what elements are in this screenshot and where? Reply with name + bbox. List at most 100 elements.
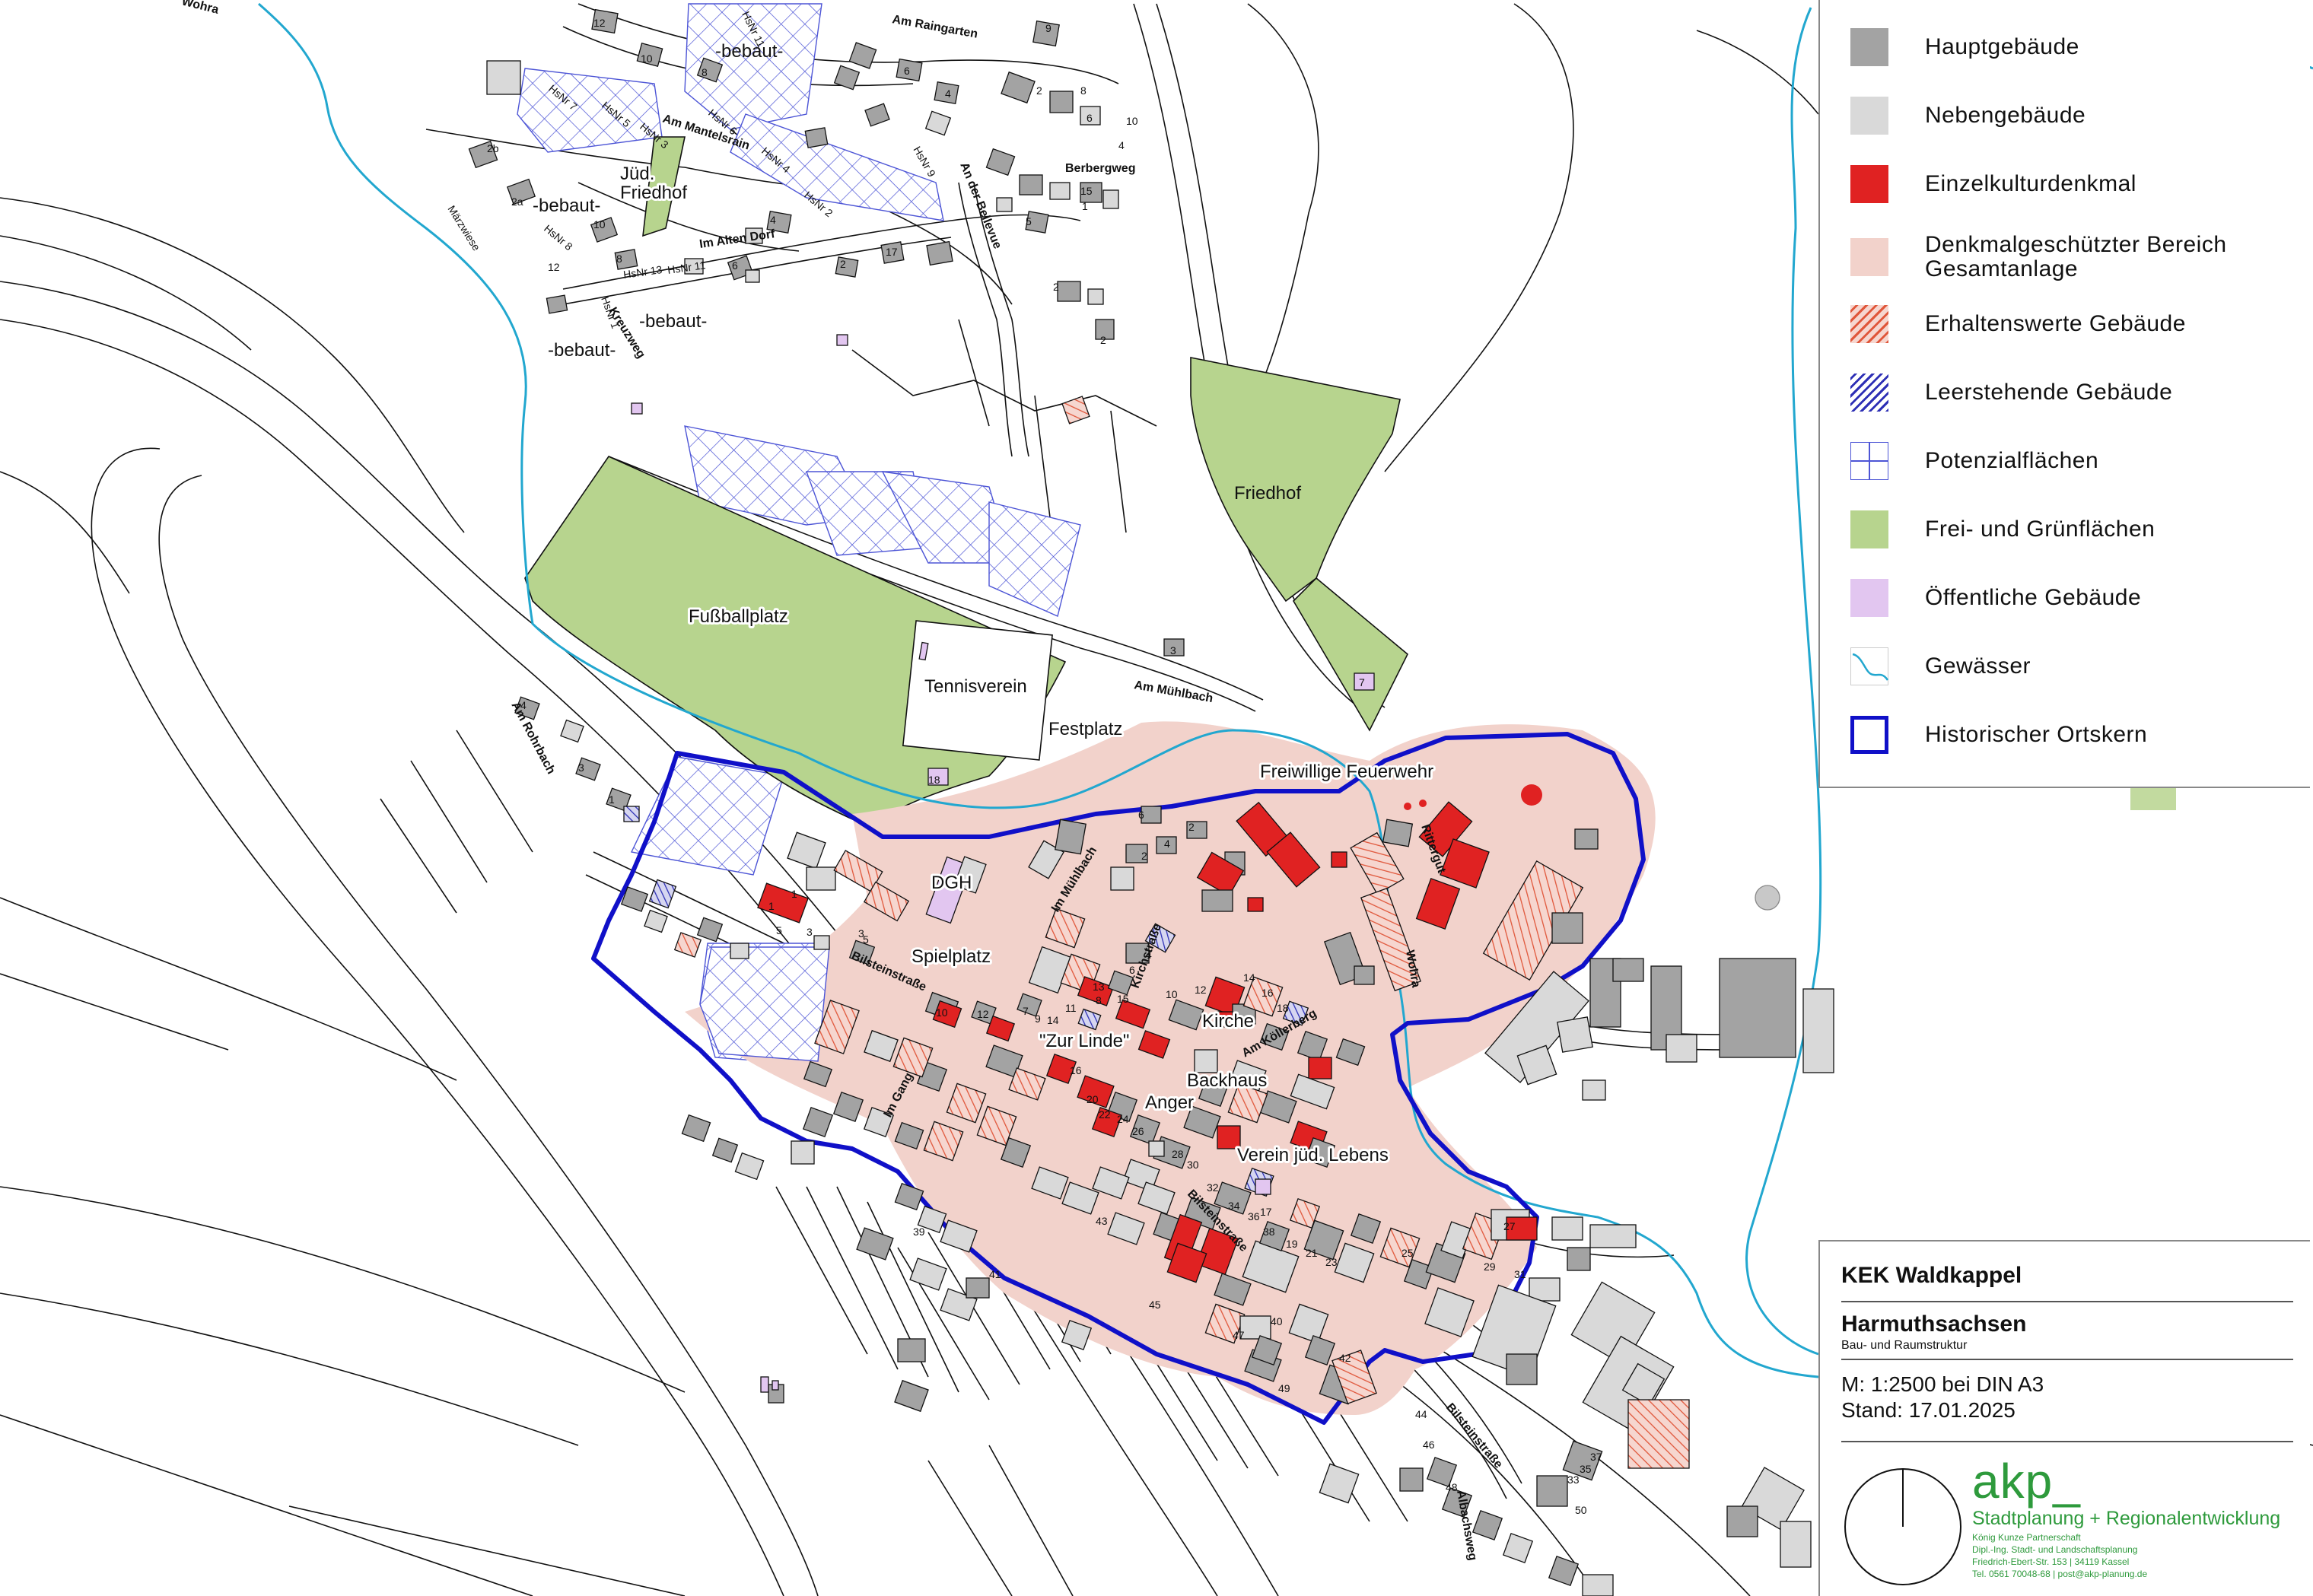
building [636, 42, 663, 68]
building [1319, 1463, 1360, 1504]
building [896, 58, 923, 82]
building [985, 148, 1016, 176]
building [1115, 999, 1151, 1029]
building [804, 127, 829, 148]
street-wohra-top: Wohra [180, 0, 220, 17]
legend-item: Hauptgebäude [1850, 24, 2079, 70]
house-number-plot-label: HsNr 13 [622, 263, 663, 281]
building [1055, 819, 1087, 855]
house-number-label: 14 [1243, 971, 1255, 984]
building [1168, 999, 1204, 1031]
building [1107, 970, 1134, 996]
house-number-label: 47 [1233, 1329, 1245, 1341]
building [1354, 965, 1375, 985]
building [734, 1152, 765, 1181]
building [1102, 189, 1119, 209]
building [1399, 1467, 1424, 1492]
building [985, 1044, 1023, 1078]
legend-item: Nebengebäude [1850, 93, 2086, 138]
house-number-label: 15 [1117, 993, 1129, 1005]
house-number-label: 15 [1080, 185, 1093, 197]
building [1589, 1224, 1637, 1248]
house-number-label: 41 [989, 1268, 1001, 1280]
building [730, 943, 749, 959]
building [1214, 1181, 1252, 1215]
building [1137, 1030, 1171, 1059]
building [1484, 971, 1589, 1083]
building [863, 1106, 895, 1138]
street-bilsteinstrasse-3: Bilsteinstraße [1443, 1401, 1505, 1471]
map-point-marker [1404, 803, 1411, 810]
building [1217, 1125, 1241, 1149]
house-number-label: 5 [1026, 215, 1032, 227]
legend-item: Leerstehende Gebäude [1850, 370, 2172, 415]
street-berbergweg: Berbergweg [1065, 162, 1135, 175]
building [711, 1137, 739, 1163]
house-number-plot-label: HsNr 11 [667, 259, 706, 276]
building [1296, 1030, 1328, 1062]
house-number-label: 45 [1149, 1299, 1161, 1311]
legend-swatch [1850, 510, 1888, 548]
building [1557, 1016, 1593, 1053]
building [1424, 1287, 1475, 1337]
building [1418, 801, 1473, 857]
building [894, 1182, 924, 1211]
building [791, 1140, 815, 1165]
building [1360, 887, 1421, 992]
building [1266, 831, 1321, 888]
legend-item: Einzelkulturdenkmal [1850, 161, 2136, 207]
house-number-label: 9 [1045, 22, 1052, 34]
building [1183, 1105, 1221, 1139]
house-number-label: 12 [548, 261, 560, 273]
house-number-label: 4 [1146, 949, 1152, 961]
building [1536, 1475, 1568, 1507]
house-number-label: 25 [1401, 1247, 1414, 1259]
legend-swatch [1850, 238, 1888, 276]
house-number-label: 4 [770, 214, 776, 226]
house-number-label: 23 [1325, 1256, 1338, 1268]
label-backhaus: Backhaus [1187, 1070, 1267, 1091]
building [1057, 281, 1081, 302]
label-kirche: Kirche [1202, 1011, 1254, 1032]
building [1198, 1076, 1230, 1108]
house-number-label: 42 [1339, 1352, 1351, 1364]
building [1258, 1220, 1290, 1252]
building [1196, 851, 1245, 897]
building [1156, 836, 1177, 854]
street-am-raingarten: Am Raingarten [891, 13, 978, 41]
building [1247, 897, 1264, 912]
building [1304, 1137, 1336, 1168]
firm-logo: akp_ [1972, 1454, 2081, 1509]
building [506, 178, 536, 205]
house-number-label: 4 [1118, 139, 1125, 151]
building [1335, 1038, 1366, 1067]
street-maerzwiese: Märzwiese [445, 203, 482, 253]
legend-swatch [1850, 305, 1888, 343]
building [1802, 988, 1834, 1073]
house-number-label: 5 [863, 933, 869, 946]
building [514, 696, 540, 720]
building [1331, 851, 1347, 868]
house-number-label: 18 [1277, 1002, 1289, 1014]
building [1350, 831, 1405, 895]
house-number-label: 8 [1096, 994, 1102, 1006]
building [760, 1376, 769, 1393]
firm-address: Friedrich-Ebert-Str. 153 | 34119 Kassel [1972, 1556, 2130, 1567]
house-number-label: 6 [1129, 964, 1135, 976]
building [696, 57, 724, 83]
legend-swatch [1850, 374, 1888, 412]
building [1129, 1114, 1161, 1146]
house-number-label: 26 [1132, 1125, 1144, 1137]
map-point-marker [1419, 800, 1427, 807]
building [1567, 1247, 1591, 1271]
label-anger: Anger [1145, 1092, 1194, 1113]
house-number-label: 3 [578, 761, 584, 774]
house-number-label: 17 [886, 246, 898, 258]
legend-swatch [1850, 442, 1888, 480]
building [1780, 1521, 1812, 1568]
project-title: KEK Waldkappel [1841, 1263, 2022, 1288]
building [590, 217, 619, 243]
house-number-label: 12 [1195, 984, 1207, 996]
building [806, 866, 836, 891]
